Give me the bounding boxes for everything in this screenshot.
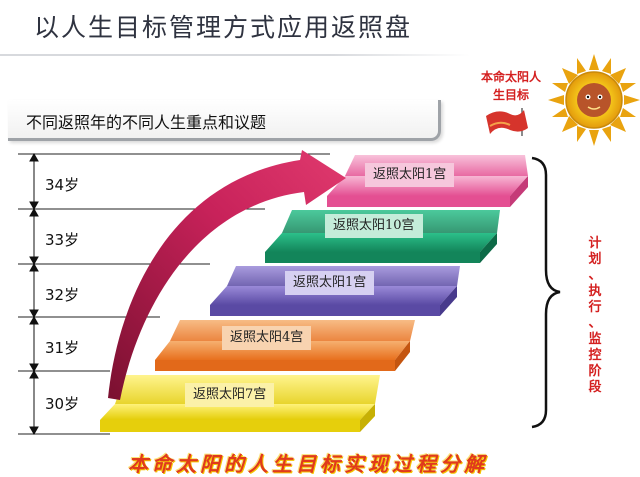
step-label-34: 返照太阳1宫	[365, 163, 455, 187]
phase-char: 控	[588, 348, 602, 363]
phase-char: 、	[588, 316, 602, 331]
step-label-33: 返照太阳10宫	[325, 214, 423, 238]
phase-char: 阶	[588, 364, 602, 379]
page-title: 以人生目标管理方式应用返照盘	[34, 13, 413, 42]
phase-caption: 计 划 、 执 行 、 监 控 阶 段	[583, 236, 607, 396]
age-label-34: 34岁	[45, 176, 80, 194]
step-label-32: 返照太阳1宫	[285, 271, 375, 295]
age-label-32: 32岁	[45, 286, 80, 304]
red-flag-icon	[486, 108, 528, 136]
right-brace-icon	[531, 156, 561, 429]
flag-caption: 本命太阳人生目标	[480, 70, 541, 102]
phase-char: 监	[588, 332, 602, 347]
title-underline	[0, 54, 470, 56]
phase-char: 、	[588, 268, 602, 283]
phase-char: 行	[588, 300, 602, 315]
phase-char: 计	[588, 236, 602, 251]
topic-banner: 不同返照年的不同人生重点和议题	[8, 100, 441, 141]
age-label-33: 33岁	[45, 231, 80, 249]
footer-caption: 本命太阳的人生目标实现过程分解	[128, 452, 488, 476]
phase-char: 划	[588, 252, 602, 267]
sun-face-icon	[548, 54, 640, 146]
phase-char: 执	[588, 284, 602, 299]
age-label-31: 31岁	[45, 339, 80, 357]
phase-char: 段	[588, 380, 602, 395]
step-label-31: 返照太阳4宫	[222, 326, 312, 350]
curved-arrow-icon	[108, 150, 346, 400]
age-label-30: 30岁	[45, 395, 80, 413]
topic-banner-text: 不同返照年的不同人生重点和议题	[26, 113, 267, 132]
age-dimension-arrows	[29, 152, 39, 436]
step-label-30: 返照太阳7宫	[185, 383, 275, 407]
